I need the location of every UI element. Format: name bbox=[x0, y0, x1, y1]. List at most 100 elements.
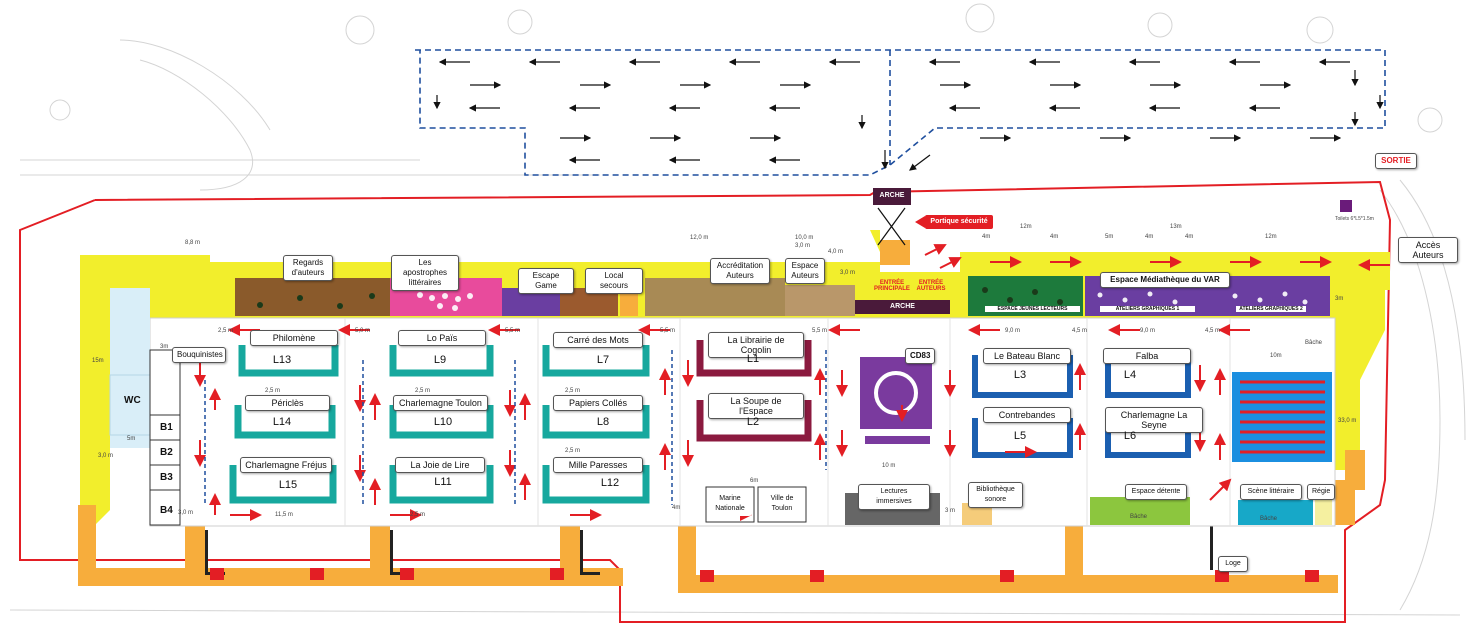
sortie-callout: SORTIE bbox=[1375, 153, 1417, 169]
dim-label: 5m bbox=[1105, 234, 1114, 240]
perimeter-fence bbox=[19, 180, 1392, 623]
dim-label: 5m bbox=[127, 436, 136, 442]
dim-label: 2,5 m bbox=[565, 388, 581, 394]
dim-label: 13m bbox=[1170, 224, 1182, 230]
arche-top-block bbox=[873, 188, 911, 205]
booth-l15-name: Charlemagne Fréjus bbox=[240, 457, 332, 473]
parking-area bbox=[415, 49, 1386, 176]
dim-label: 4m bbox=[1185, 234, 1194, 240]
scene-seats bbox=[1240, 380, 1325, 454]
dim-label: 3m bbox=[1335, 296, 1344, 302]
booth-l5-name: Contrebandes bbox=[983, 407, 1071, 423]
dim-label: 2,5 m bbox=[565, 448, 581, 454]
dim-label: 3,0 m bbox=[795, 243, 811, 249]
ville-label: Ville de Toulon bbox=[760, 492, 804, 516]
booth-l6-code: L6 bbox=[1123, 430, 1137, 442]
entree-principale-label: ENTRÉE PRINCIPALE bbox=[874, 280, 910, 292]
detente-callout: Espace détente bbox=[1125, 484, 1187, 500]
dim-label: 3,0 m bbox=[840, 270, 856, 276]
dim-label: 15m bbox=[92, 358, 104, 364]
ateliers1-label: ATELIERS GRAPHIQUES 1 bbox=[1100, 306, 1195, 312]
booth-l3-name: Le Bateau Blanc bbox=[983, 348, 1071, 364]
dim-label: 4m bbox=[1145, 234, 1154, 240]
bouquinistes-callout: Bouquinistes bbox=[172, 347, 226, 363]
dim-label: 5,0 m bbox=[355, 328, 371, 334]
booth-l8-name: Papiers Collés bbox=[553, 395, 643, 411]
stall-b2: B2 bbox=[160, 447, 173, 458]
booth-l10-code: L10 bbox=[433, 416, 453, 428]
dim-label: 2,5 m bbox=[218, 328, 234, 334]
booth-l9-name: Lo Païs bbox=[398, 330, 486, 346]
stage-bache-label: Bâche bbox=[1260, 516, 1278, 522]
dim-label: 9,0 m bbox=[1005, 328, 1021, 334]
booth-l14-name: Périclès bbox=[245, 395, 330, 411]
cd83-callout: CD83 bbox=[905, 348, 935, 364]
booth-l5-code: L5 bbox=[1013, 430, 1027, 442]
booth-l7-code: L7 bbox=[596, 354, 610, 366]
booth-l12-code: L12 bbox=[600, 477, 620, 489]
teal-booths bbox=[229, 345, 650, 504]
portique-badge bbox=[925, 215, 993, 229]
regie-callout: Régie bbox=[1307, 484, 1335, 500]
dim-label: 5,5 m bbox=[505, 328, 521, 334]
dim-label: 4m bbox=[672, 505, 681, 511]
bibliotheque-area bbox=[962, 503, 992, 525]
dim-label: 10m bbox=[1270, 353, 1282, 359]
wc-room bbox=[109, 374, 151, 436]
detente-area bbox=[1090, 497, 1190, 525]
dim-label: 9,0 m bbox=[1140, 328, 1156, 334]
entry-cross bbox=[877, 207, 906, 246]
apostrophes-callout: Les apostrophes littéraires bbox=[391, 255, 459, 291]
detente-bache-label: Bâche bbox=[1130, 514, 1148, 520]
arche-bottom-label: ARCHE bbox=[890, 303, 915, 310]
regards-callout: Regards d'auteurs bbox=[283, 255, 333, 281]
escape-game-callout: Escape Game bbox=[518, 268, 574, 294]
booth-l6-name: Charlemagne La Seyne bbox=[1105, 407, 1203, 433]
booth-l14-code: L14 bbox=[272, 416, 292, 428]
scene-bache-label: Bâche bbox=[1305, 340, 1323, 346]
booth-l11-code: L11 bbox=[434, 476, 452, 488]
dim-label: 5,5 m bbox=[812, 328, 828, 334]
hall-grid bbox=[344, 318, 1231, 526]
dim-label: 10 m bbox=[882, 463, 896, 469]
local-secours-callout: Local secours bbox=[585, 268, 643, 294]
dim-label: 12m bbox=[1265, 234, 1277, 240]
booth-l8-code: L8 bbox=[596, 416, 610, 428]
dim-label: 3,0 m bbox=[98, 453, 114, 459]
scene-blue-area bbox=[1232, 372, 1332, 462]
barrier-posts bbox=[205, 525, 1319, 582]
booth-l11-name: La Joie de Lire bbox=[395, 457, 485, 473]
portique-label: Portique sécurité bbox=[930, 218, 988, 225]
wc-label: WC bbox=[124, 395, 141, 406]
stall-b3: B3 bbox=[160, 472, 173, 483]
booth-l3-code: L3 bbox=[1013, 369, 1027, 381]
dim-label: 3,0 m bbox=[178, 510, 194, 516]
stall-b1: B1 bbox=[160, 422, 173, 433]
dim-label: 11,5 m bbox=[275, 512, 293, 518]
acces-auteurs-callout: Accès Auteurs bbox=[1398, 237, 1458, 263]
booth-l10-name: Charlemagne Toulon bbox=[393, 395, 488, 411]
ateliers2-label: ATELIERS GRAPHIQUES 2 bbox=[1236, 306, 1306, 312]
booth-l12-name: Mille Paresses bbox=[553, 457, 643, 473]
entree-auteurs-label: ENTRÉE AUTEURS bbox=[916, 280, 946, 292]
espace-auteurs-callout: Espace Auteurs bbox=[785, 258, 825, 284]
background-site-lines bbox=[9, 3, 1466, 616]
espace-jeunes-label: ESPACE JEUNES LECTEURS bbox=[985, 306, 1080, 312]
booth-l9-code: L9 bbox=[433, 354, 447, 366]
booth-l15-code: L15 bbox=[278, 479, 298, 491]
maroon-booths bbox=[696, 340, 812, 442]
accreditation-callout: Accréditation Auteurs bbox=[710, 258, 770, 284]
dim-label: 4m bbox=[982, 234, 991, 240]
loge-callout: Loge bbox=[1218, 556, 1248, 572]
mediatheque-callout: Espace Médiathèque du VAR bbox=[1100, 272, 1230, 288]
booth-l13-name: Philomène bbox=[250, 330, 338, 346]
dim-label: 2,5 m bbox=[415, 388, 431, 394]
scene-callout: Scène littéraire bbox=[1240, 484, 1302, 500]
booth-l7-name: Carré des Mots bbox=[553, 332, 643, 348]
booth-l4-code: L4 bbox=[1123, 369, 1137, 381]
dim-label: 4,5 m bbox=[1205, 328, 1221, 334]
dim-label: 3m bbox=[160, 344, 169, 350]
dim-label: 4,0 m bbox=[828, 249, 844, 255]
dim-label: 12,0 m bbox=[690, 235, 709, 241]
